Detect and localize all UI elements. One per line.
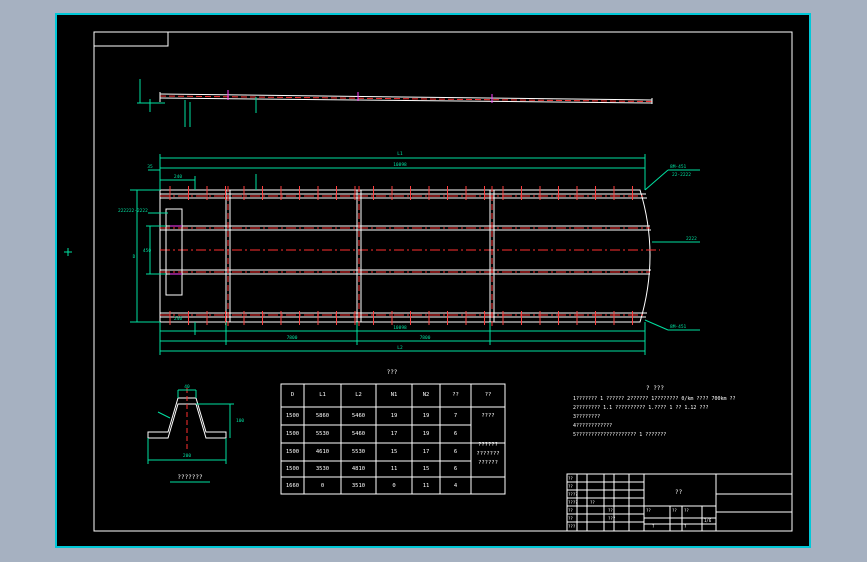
table-cell: ?????? (478, 460, 498, 466)
table-cell: 19 (423, 413, 430, 419)
table-cell: 6 (454, 431, 457, 437)
title-block-cell: ? (684, 524, 687, 529)
table-cell: 5460 (352, 413, 365, 419)
side-elevation-view (137, 79, 653, 127)
table-cell: ?????? (478, 442, 498, 448)
table-cell: 4 (454, 483, 458, 489)
note-line: 2???????? 1.1 ?????????? 1.???? 1 ?? 1.1… (573, 405, 708, 411)
dim-top-small: 35 (147, 164, 153, 170)
title-block-cell: ???? (568, 500, 578, 505)
crosshair-cursor-icon (64, 248, 72, 256)
table-header-cell: L1 (319, 392, 326, 398)
table-cell: 0 (321, 483, 324, 489)
table-cell: 1660 (286, 483, 299, 489)
table-cell: 1500 (286, 449, 299, 455)
table-header-cell: L2 (355, 392, 362, 398)
title-block-cell: ? (652, 524, 655, 529)
dim-left-inner: 450 (143, 248, 151, 254)
table-cell: 4810 (352, 466, 365, 472)
table-cell: 3530 (316, 466, 329, 472)
technical-notes: ? ??? 1??????? 1 ?????? 2?????? 1???????… (573, 385, 736, 438)
leader-left-label: 222222-2222 (118, 208, 148, 214)
dim-bottom-seg-1: 240 (174, 316, 182, 322)
table-cell: 15 (391, 449, 398, 455)
table-cell: ???? (481, 413, 494, 419)
dim-left-width: D (133, 254, 136, 260)
table-cell: 3510 (352, 483, 365, 489)
title-block-cell: ?? (646, 508, 651, 513)
note-line: 3???????? (573, 414, 600, 420)
title-block-cell: ??? (608, 516, 616, 521)
section-height-dim: 100 (236, 418, 244, 424)
section-width-dim: 200 (183, 453, 191, 459)
table-cell: 19 (391, 413, 398, 419)
plan-dimensions (130, 154, 700, 355)
title-block-cell: ?? (568, 476, 573, 481)
table-cell: 0 (392, 483, 395, 489)
table-header-cell: N2 (423, 392, 430, 398)
title-block-cell: ?? (568, 484, 573, 489)
table-cell: 1500 (286, 413, 299, 419)
table-cell: 1500 (286, 466, 299, 472)
table-cell: 5530 (316, 431, 329, 437)
title-block-cell: ?? (568, 516, 573, 521)
title-block-cell: ?? (568, 508, 573, 513)
leader-top-label: 8M-451 (670, 164, 687, 170)
title-block-cell: ?? (608, 508, 613, 513)
leader-top-note: 22-2222 (672, 172, 691, 178)
section-top-dim: 40 (184, 384, 190, 390)
table-cell: 7 (454, 413, 457, 419)
table-cell: 6 (454, 466, 457, 472)
table-header-cell: D (291, 392, 294, 398)
table-cell: 4610 (316, 449, 329, 455)
note-line: 1??????? 1 ?????? 2?????? 1???????? 0/km… (573, 396, 736, 402)
title-block (566, 473, 793, 532)
table-cell: 6 (454, 449, 457, 455)
title-block-cell: ???? (568, 492, 578, 497)
table-cell: 17 (391, 431, 398, 437)
title-block-cell: 1/6 (704, 518, 712, 523)
title-block-title: ?? (675, 489, 683, 496)
table-header-cell: ?? (485, 392, 492, 398)
corner-label-box (93, 31, 169, 47)
table-cell: 11 (423, 483, 430, 489)
sheet-inner-border (93, 31, 793, 532)
note-line: 4???????????? (573, 423, 612, 429)
table-cell: 5860 (316, 413, 329, 419)
table-cell: 5460 (352, 431, 365, 437)
title-block-cell: ?? (590, 500, 595, 505)
leader-mid-label: 2222 (686, 236, 697, 242)
note-line: 5???????????????????? 1 ??????? (573, 432, 666, 438)
cross-section-detail: 200 100 40 ??????? (147, 384, 244, 483)
section-caption: ??????? (177, 474, 203, 481)
dim-inner-span: 10898 (393, 162, 407, 168)
spec-table (280, 383, 506, 495)
table-cell: ??????? (476, 451, 499, 457)
leader-bottom-label: 8M-451 (670, 324, 687, 330)
dim-bottom-total: L2 (397, 345, 403, 351)
plan-view (159, 186, 660, 326)
table-cell: 5530 (352, 449, 365, 455)
dim-left-margin: 240 (174, 174, 182, 180)
title-block-cell: ?? (672, 508, 677, 513)
table-header-cell: ?? (452, 392, 459, 398)
table-cell: 17 (423, 449, 430, 455)
spec-table-title: ??? (387, 369, 398, 376)
sheet-outer-frame (55, 13, 811, 548)
dim-bottom-seg-2: 7800 (287, 335, 298, 341)
title-block-cell: ??? (568, 524, 576, 529)
table-header-cell: N1 (391, 392, 398, 398)
dim-overall-length: L1 (397, 151, 403, 157)
title-block-cell: ?? (684, 508, 689, 513)
table-cell: 11 (391, 466, 398, 472)
table-cell: 15 (423, 466, 430, 472)
table-cell: 1500 (286, 431, 299, 437)
dim-bottom-inner: 10898 (393, 325, 407, 331)
dim-bottom-seg-3: 7800 (420, 335, 431, 341)
notes-title: ? ??? (646, 385, 664, 392)
table-cell: 19 (423, 431, 430, 437)
